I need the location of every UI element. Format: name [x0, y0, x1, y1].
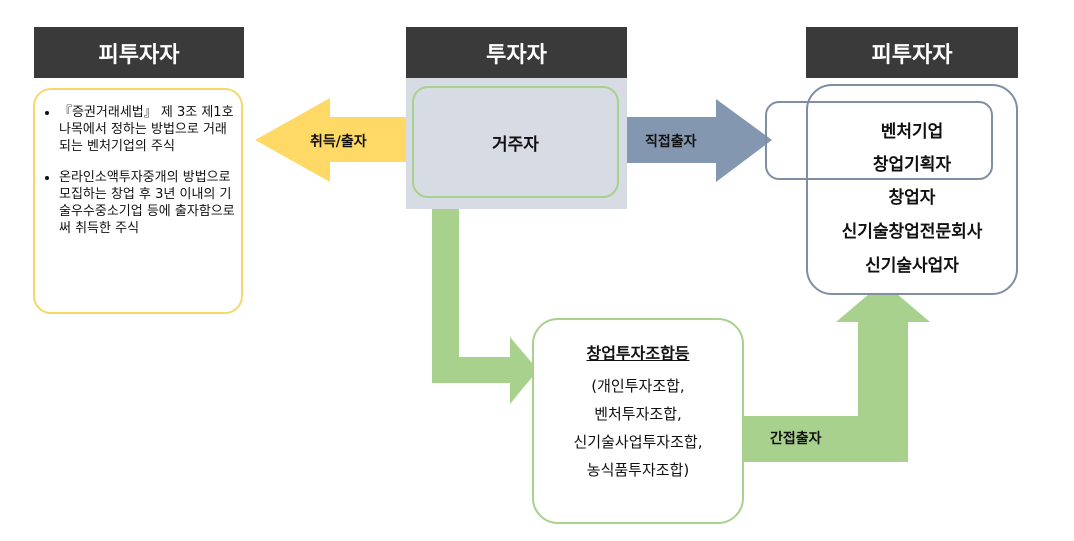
right-investee-item: 벤처기업: [880, 122, 944, 142]
fund-line: 농식품투자조합): [586, 461, 690, 479]
left-investee-list: 『증권거래세법』 제 3조 제1호 나목에서 정하는 방법으로 거래되는 벤처기…: [41, 104, 235, 237]
header-right-investee: 피투자자: [806, 27, 1018, 78]
center-background: [406, 78, 627, 209]
fund-box: 창업투자조합등 (개인투자조합, 벤처투자조합, 신기술사업투자조합, 농식품투…: [532, 318, 744, 524]
center-investor-box: 거주자: [412, 86, 619, 198]
right-arrow-label: 직접출자: [645, 134, 697, 150]
green-down-right-arrow: [432, 198, 538, 404]
fund-line: 신기술사업투자조합,: [573, 433, 703, 451]
up-arrow-label: 간접출자: [770, 431, 822, 447]
fund-title: 창업투자조합등: [586, 344, 690, 363]
fund-line: 벤처투자조합,: [594, 405, 682, 423]
left-investee-item: 『증권거래세법』 제 3조 제1호 나목에서 정하는 방법으로 거래되는 벤처기…: [59, 104, 235, 155]
right-investee-item: 신기술사업자: [865, 256, 959, 276]
left-investee-box: 『증권거래세법』 제 3조 제1호 나목에서 정하는 방법으로 거래되는 벤처기…: [33, 88, 243, 314]
right-investee-highlight: [765, 101, 993, 180]
center-investor-label: 거주자: [492, 134, 539, 155]
right-investee-item: 신기술창업전문회사: [841, 222, 983, 242]
yellow-left-arrow: [255, 98, 407, 182]
header-center-investor: 투자자: [406, 27, 627, 78]
gray-right-arrow: [627, 99, 772, 182]
left-arrow-label: 취득/출자: [310, 134, 367, 150]
green-up-arrow: [742, 282, 930, 462]
fund-line: (개인투자조합,: [591, 377, 685, 395]
right-investee-box: [806, 84, 1018, 295]
header-left-investee: 피투자자: [34, 27, 244, 78]
left-investee-item: 온라인소액투자중개의 방법으로 모집하는 창업 후 3년 이내의 기술우수중소기…: [59, 169, 235, 237]
right-investee-item: 창업기획자: [872, 155, 952, 175]
right-investee-item: 창업자: [888, 188, 936, 208]
